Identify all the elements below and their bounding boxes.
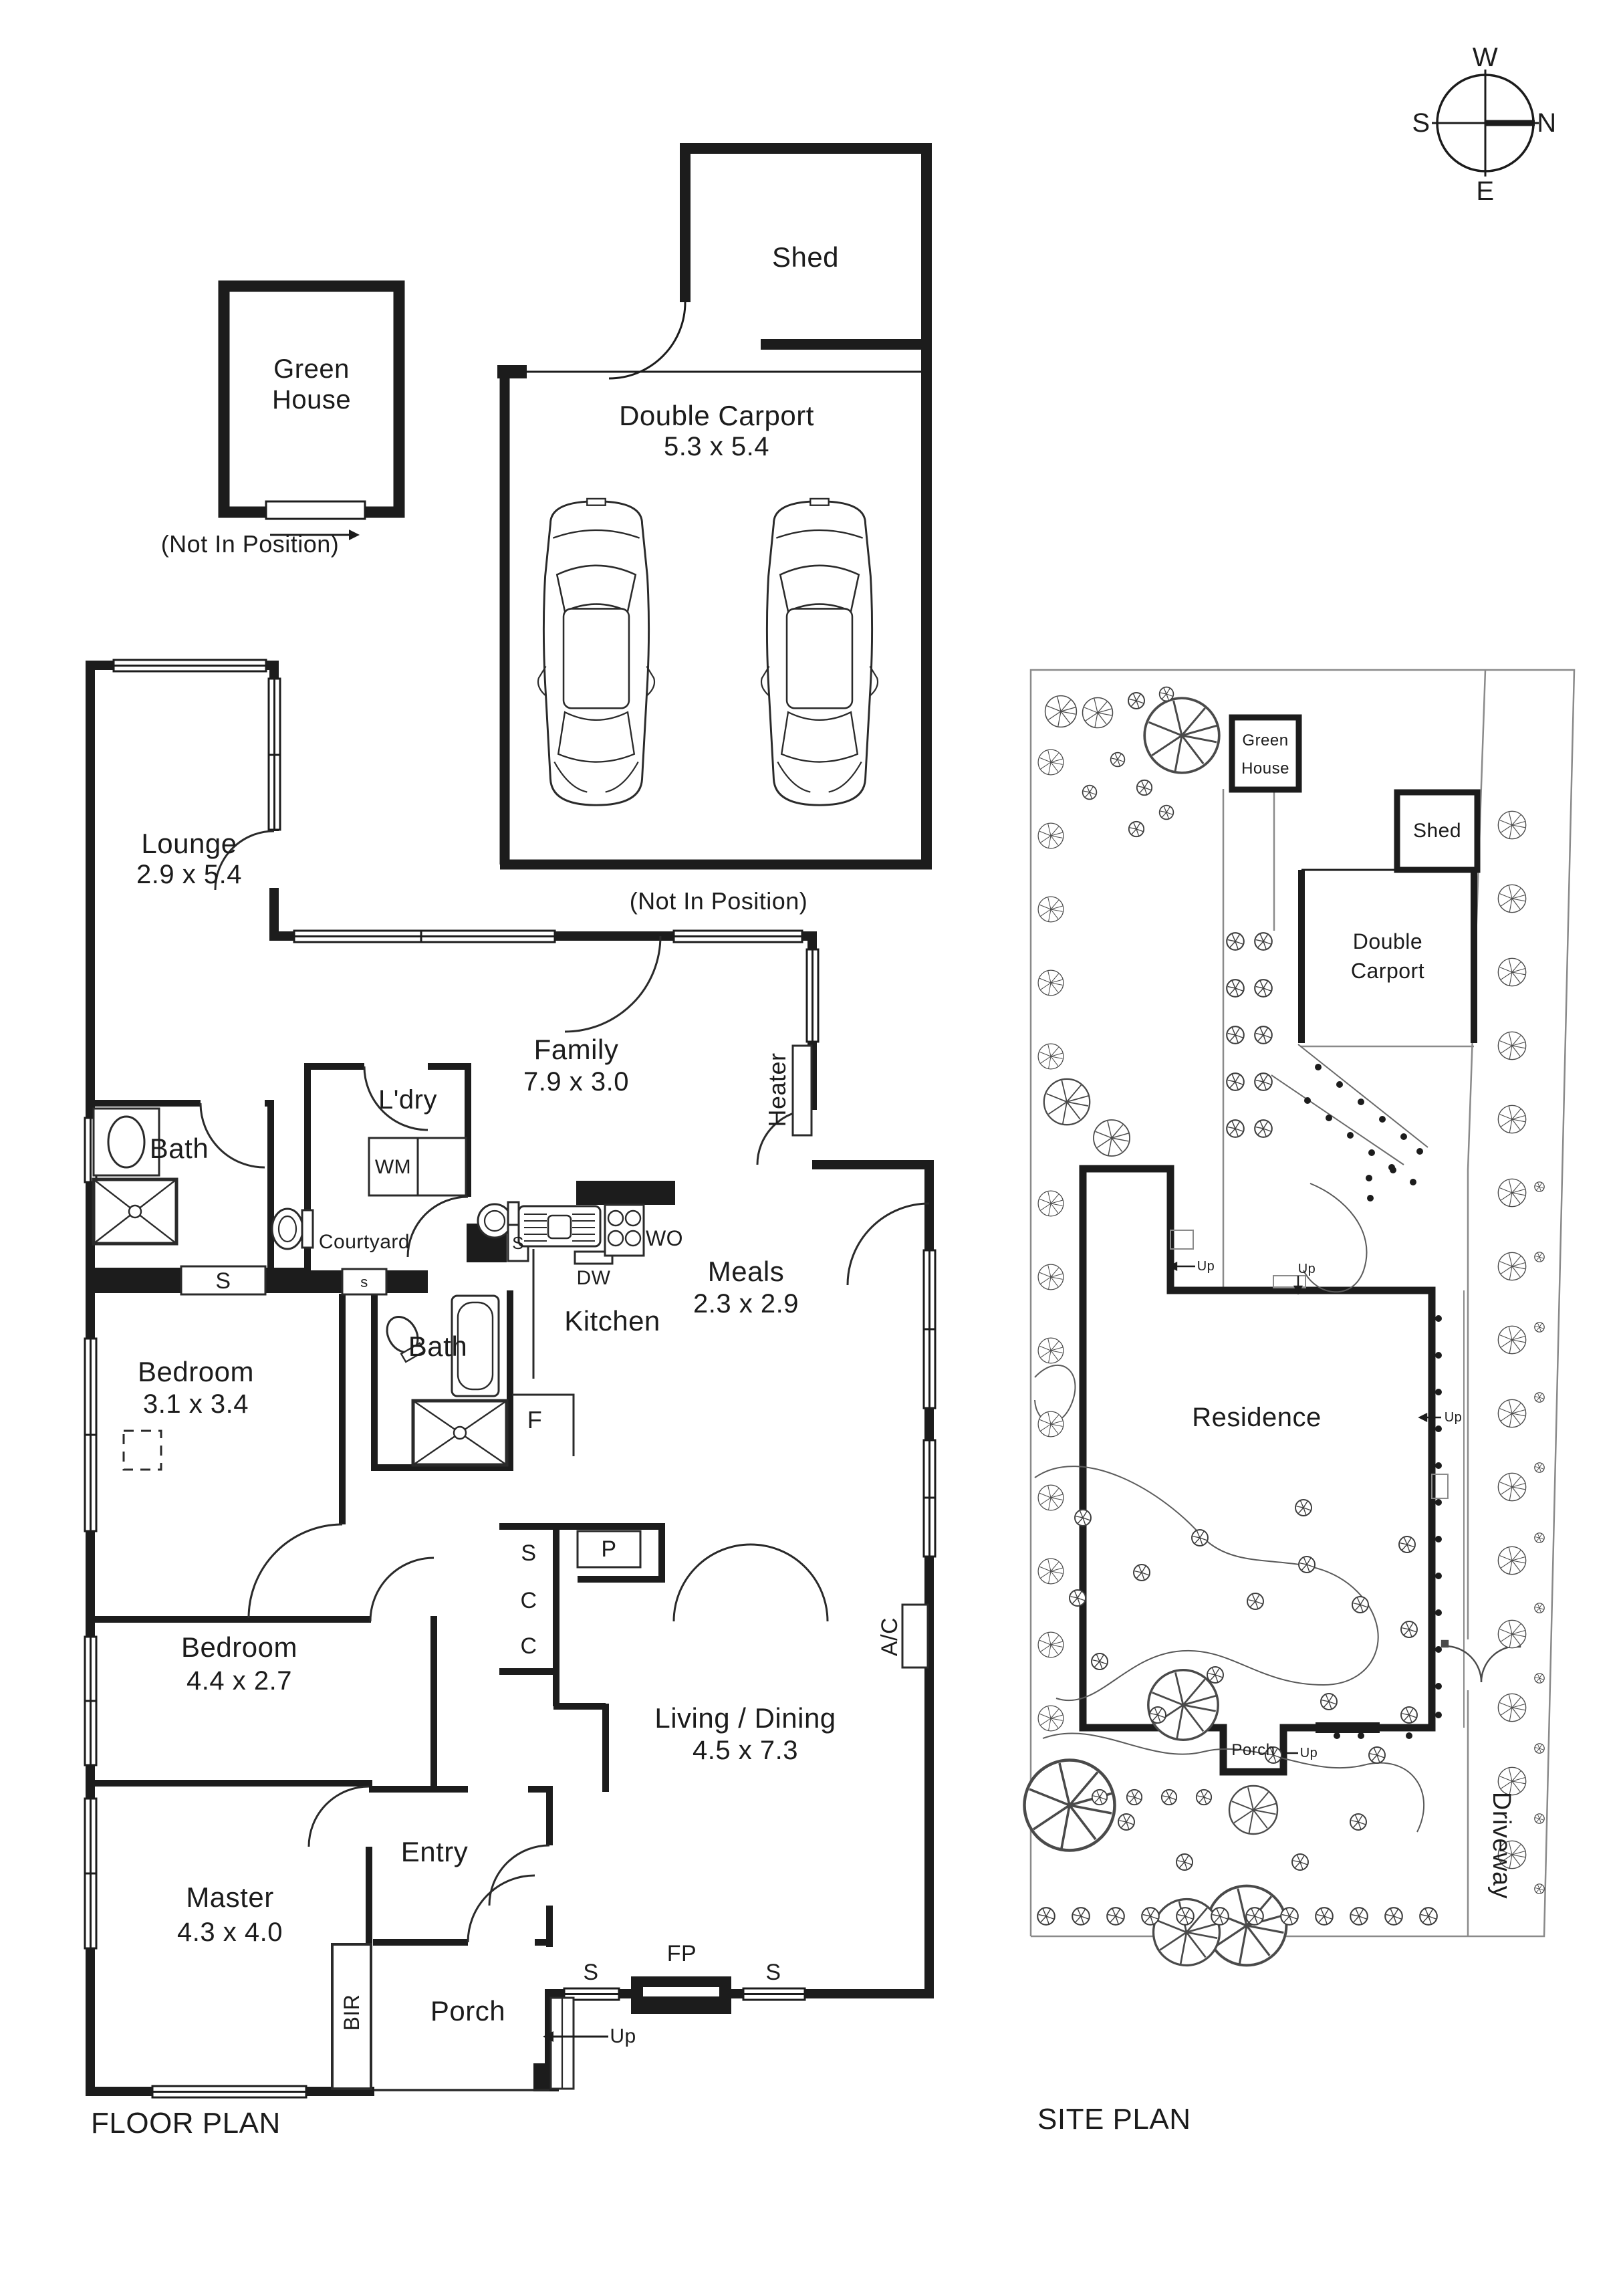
room-lounge: Lounge [141,828,237,859]
linen-s-label: s [360,1274,368,1290]
room-meals-dims: 2.3 x 2.9 [693,1289,799,1318]
site-shed-label: Shed [1412,820,1462,842]
floorplan-partitions [90,1063,665,1947]
shed-label: Shed [771,241,840,273]
cupboard2-label: C [520,1633,537,1659]
compass-south: S [1412,108,1430,138]
green-house-outline [218,280,405,540]
site-up-porch: Up [1299,1746,1318,1760]
site-residence-label: Residence [1192,1403,1322,1432]
room-living-dining: Living / Dining [654,1702,836,1734]
room-bath-middle: Bath [408,1331,468,1362]
washing-machine-label: WM [374,1156,412,1178]
up-label-floorplan: Up [610,2025,636,2047]
room-bedroom2: Bedroom [181,1631,297,1663]
room-meals: Meals [707,1256,785,1287]
room-bedroom1: Bedroom [138,1356,254,1387]
up-arrow-floorplan [543,2031,608,2042]
room-master-dims: 4.3 x 4.0 [177,1918,283,1947]
site-green-house-line2: House [1241,760,1289,778]
site-carport-line1: Double [1352,929,1423,953]
site-plan-title: SITE PLAN [1037,2103,1191,2136]
bir-label: BIR [340,1994,364,2031]
compass-north: N [1537,108,1557,138]
cupboard1-label: C [520,1588,537,1613]
shed-carport-outline [497,143,932,870]
green-house-label-line2: House [271,385,352,415]
family-s-label: S [512,1233,524,1253]
carport-label: Double Carport [619,400,814,431]
room-entry: Entry [400,1836,469,1867]
room-laundry: L'dry [378,1085,437,1115]
room-family-dims: 7.9 x 3.0 [523,1067,629,1097]
floor-plan-title: FLOOR PLAN [91,2107,281,2140]
room-lounge-dims: 2.9 x 5.4 [136,860,242,889]
fixtures [92,1044,929,2091]
site-up-back: Up [1197,1259,1215,1274]
room-living-dining-dims: 4.5 x 7.3 [693,1736,798,1765]
green-house-note: (Not In Position) [160,530,340,558]
site-up-side: Up [1444,1410,1463,1425]
door-arcs [199,830,930,1943]
robe-s-label: S [215,1268,231,1294]
fireplace-slot [643,1987,719,1996]
compass-west: W [1472,43,1499,72]
room-bedroom1-dims: 3.1 x 3.4 [143,1389,249,1419]
site-porch-label: Porch [1231,1741,1275,1759]
site-green-house-line1: Green [1242,731,1289,750]
compass-icon [1432,70,1539,177]
site-up-arrows [1168,1262,1441,1758]
carport-dims: 5.3 x 5.4 [664,432,769,461]
green-house-label-line1: Green [273,354,350,384]
hall-s-label: S [521,1540,537,1566]
site-driveway-label: Driveway [1487,1791,1515,1900]
wall-oven-label: WO [645,1226,684,1250]
fireplace-label: FP [666,1941,697,1966]
room-bedroom2-dims: 4.4 x 2.7 [186,1666,292,1696]
room-kitchen: Kitchen [564,1305,660,1337]
room-bath-top: Bath [149,1133,209,1164]
front-s-right-label: S [765,1960,781,1985]
fridge-label: F [527,1406,543,1433]
pantry-label: P [601,1536,617,1562]
room-family: Family [533,1034,619,1065]
site-outbuildings [1229,714,1481,1043]
site-paving [1271,1044,1428,1165]
heater-label: Heater [763,1052,791,1127]
room-porch: Porch [430,1995,506,2027]
windows [84,659,937,2099]
front-s-left-label: S [583,1960,599,1985]
ac-label: A/C [877,1617,902,1657]
room-courtyard: Courtyard [318,1231,410,1253]
site-up-mid: Up [1297,1262,1316,1276]
compass-east: E [1476,177,1495,206]
site-carport-line2: Carport [1350,959,1425,983]
carport-note: (Not In Position) [629,887,808,915]
room-master: Master [186,1881,274,1913]
dishwasher-label: DW [576,1267,611,1289]
